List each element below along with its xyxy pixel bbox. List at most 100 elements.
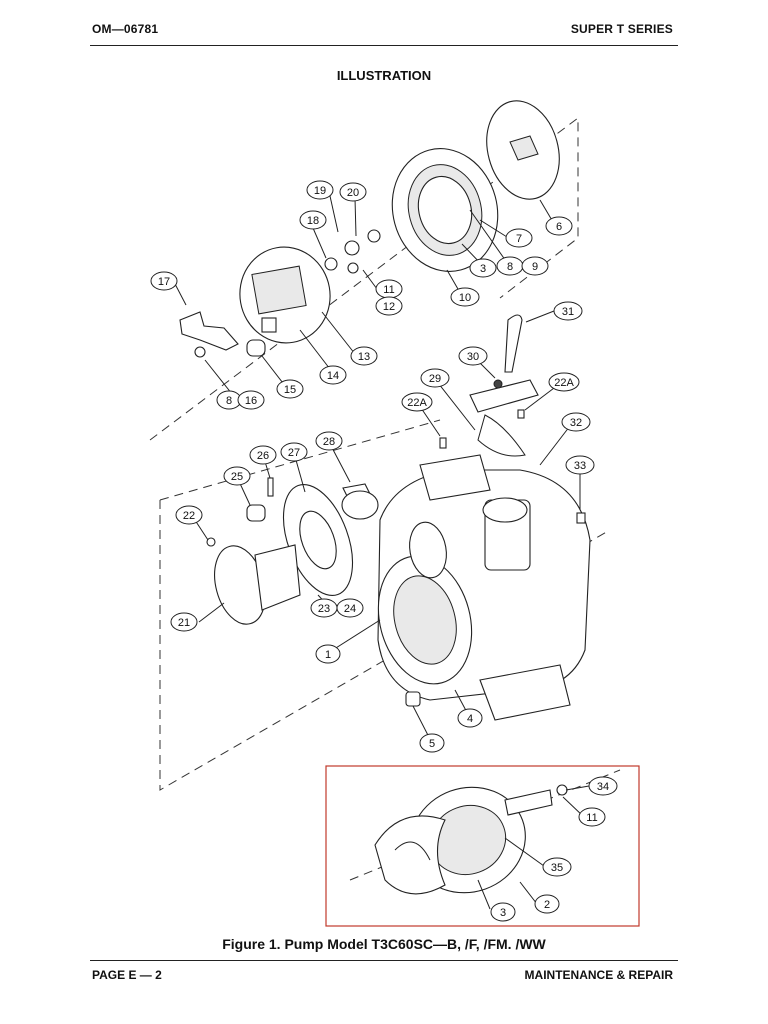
callout-26: 26 — [249, 445, 277, 465]
bent-pipe — [504, 314, 523, 373]
svg-text:2: 2 — [544, 899, 550, 911]
svg-text:3: 3 — [480, 263, 486, 275]
callout-27: 27 — [280, 442, 308, 462]
svg-text:24: 24 — [344, 603, 356, 615]
svg-text:1: 1 — [325, 649, 331, 661]
svg-text:28: 28 — [323, 436, 335, 448]
callout-35: 35 — [542, 857, 572, 877]
callout-33: 33 — [565, 455, 595, 475]
wear-plate-tab — [509, 135, 539, 161]
svg-text:22A: 22A — [407, 397, 427, 409]
callout-9: 9 — [521, 256, 549, 276]
callout-8b: 8 — [216, 390, 242, 410]
svg-text:21: 21 — [178, 617, 190, 629]
svg-text:19: 19 — [314, 185, 326, 197]
casing-base — [479, 664, 571, 721]
callout-10: 10 — [450, 287, 480, 307]
callout-25: 25 — [223, 466, 251, 486]
svg-text:5: 5 — [429, 738, 435, 750]
svg-text:31: 31 — [562, 306, 574, 318]
svg-text:30: 30 — [467, 351, 479, 363]
svg-text:16: 16 — [245, 395, 257, 407]
svg-text:23: 23 — [318, 603, 330, 615]
callout-14: 14 — [319, 365, 347, 385]
callout-28: 28 — [315, 431, 343, 451]
callout-7: 7 — [505, 228, 533, 248]
callout-bubbles: 19 20 18 6 7 3 8 9 10 11 12 17 13 14 15 … — [150, 180, 618, 922]
gauge-adapter — [367, 229, 381, 243]
callout-31: 31 — [553, 301, 583, 321]
drain-plug — [405, 691, 421, 707]
callout-3-inset: 3 — [490, 902, 516, 922]
svg-text:10: 10 — [459, 292, 471, 304]
svg-text:11: 11 — [383, 284, 394, 296]
pump-casing-assembly — [377, 314, 591, 721]
svg-text:3: 3 — [500, 907, 506, 919]
flap-valve — [469, 379, 539, 413]
callout-22: 22 — [175, 505, 203, 525]
svg-text:12: 12 — [383, 301, 395, 313]
callout-15: 15 — [276, 379, 304, 399]
suction-flange-assembly — [206, 477, 379, 625]
clamp-bar — [179, 311, 239, 351]
callout-30: 30 — [458, 346, 488, 366]
svg-text:29: 29 — [429, 373, 441, 385]
callout-11: 11 — [375, 279, 403, 299]
svg-text:26: 26 — [257, 450, 269, 462]
inset-border — [325, 765, 640, 927]
header-rule — [90, 45, 678, 46]
callout-3: 3 — [469, 258, 497, 278]
page-number: PAGE E — 2 — [92, 968, 162, 982]
svg-text:6: 6 — [556, 221, 562, 233]
callout-29: 29 — [420, 368, 450, 388]
svg-text:7: 7 — [516, 233, 522, 245]
svg-text:15: 15 — [284, 384, 296, 396]
callout-21: 21 — [170, 612, 198, 632]
svg-text:35: 35 — [551, 862, 563, 874]
callout-12: 12 — [375, 296, 403, 316]
callout-18: 18 — [299, 210, 327, 230]
callout-2: 2 — [534, 894, 560, 914]
svg-text:27: 27 — [288, 447, 300, 459]
svg-text:22: 22 — [183, 510, 195, 522]
callout-20: 20 — [339, 182, 367, 202]
callout-1: 1 — [315, 644, 341, 664]
svg-text:14: 14 — [327, 370, 339, 382]
svg-text:34: 34 — [597, 781, 609, 793]
svg-text:8: 8 — [507, 261, 513, 273]
svg-text:11: 11 — [586, 812, 597, 824]
cover-plate-assembly — [179, 100, 560, 358]
section-title: ILLUSTRATION — [336, 68, 432, 83]
callout-13: 13 — [350, 346, 378, 366]
series-name: SUPER T SERIES — [570, 22, 673, 36]
callout-19: 19 — [306, 180, 334, 200]
svg-text:13: 13 — [358, 351, 370, 363]
footer-rule — [90, 960, 678, 961]
svg-text:9: 9 — [532, 261, 538, 273]
callout-5: 5 — [419, 733, 445, 753]
svg-text:32: 32 — [570, 417, 582, 429]
figure-caption: Figure 1. Pump Model T3C60SC—B, /F, /FM.… — [222, 936, 546, 952]
svg-text:18: 18 — [307, 215, 319, 227]
impeller-inset — [325, 765, 640, 927]
callout-16: 16 — [237, 390, 265, 410]
shaft — [504, 789, 553, 816]
svg-text:17: 17 — [158, 276, 170, 288]
svg-text:22A: 22A — [554, 377, 574, 389]
callout-6: 6 — [545, 216, 573, 236]
impeller — [374, 815, 446, 895]
relief-valve-fitting — [344, 240, 360, 256]
callout-22a-left: 22A — [401, 392, 433, 412]
cover-nut — [324, 257, 338, 271]
callout-34: 34 — [588, 776, 618, 796]
callout-4: 4 — [457, 708, 483, 728]
callout-24: 24 — [336, 598, 364, 618]
document-number: OM—06781 — [92, 22, 159, 36]
svg-text:33: 33 — [574, 460, 586, 472]
flange-cap — [246, 504, 266, 522]
cover-plug — [261, 317, 277, 333]
svg-text:25: 25 — [231, 471, 243, 483]
chapter-name: MAINTENANCE & REPAIR — [524, 968, 673, 982]
svg-text:20: 20 — [347, 187, 359, 199]
